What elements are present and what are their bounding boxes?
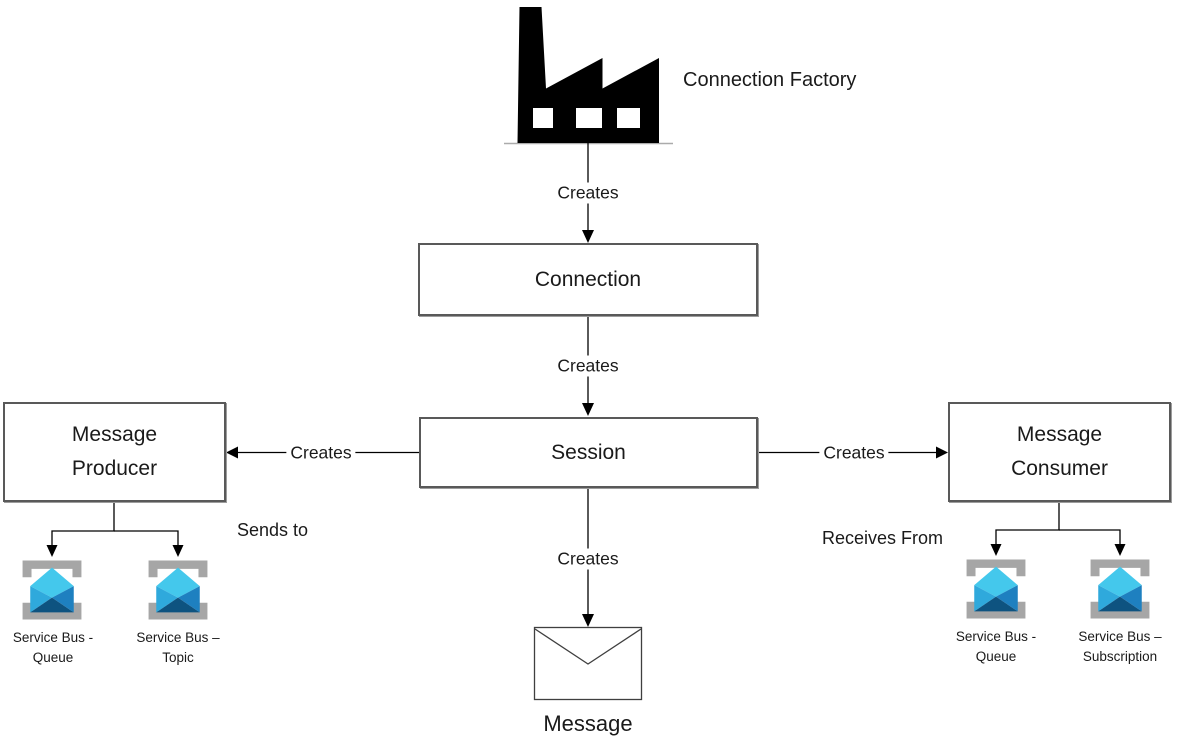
message-producer-node: Message Producer	[3, 402, 226, 502]
connector-lines	[51, 143, 1121, 615]
service-bus-topic-icon	[148, 560, 208, 620]
session-label: Session	[551, 440, 626, 464]
caption-line2: Queue	[975, 648, 1017, 664]
arrowhead-consumer-subscription	[1114, 544, 1126, 556]
edge-producer-queue	[51, 502, 115, 546]
caption-line1: Service Bus –	[1078, 629, 1162, 644]
arrowheads	[46, 230, 1126, 627]
envelope-flap-line	[534, 628, 642, 665]
envelope-icon	[533, 626, 643, 701]
message-producer-label: Message Producer	[71, 423, 158, 480]
edge-label-session-creates-message: Creates	[553, 548, 623, 570]
receives-from-label: Receives From	[822, 528, 944, 548]
service-bus-queue-icon	[22, 560, 82, 620]
connection-factory-label: Connection Factory	[683, 69, 857, 91]
connection-label: Connection	[534, 267, 642, 291]
caption-line2: Subscription	[1082, 648, 1158, 664]
arrowhead-producer-topic	[172, 545, 184, 557]
message-label: Message	[543, 711, 633, 736]
caption-line2: Queue	[32, 649, 74, 665]
arrowhead-consumer-queue	[990, 544, 1002, 556]
caption-consumer-queue: Service Bus - Queue	[956, 627, 1036, 666]
arrowhead-producer-queue	[46, 545, 58, 557]
edge-label-session-creates-consumer: Creates	[819, 442, 889, 464]
edge-consumer-subscription	[1059, 529, 1121, 545]
message-consumer-label: Message Consumer	[1011, 423, 1108, 480]
caption-line1: Service Bus –	[136, 630, 220, 645]
caption-producer-queue: Service Bus - Queue	[13, 628, 93, 667]
edge-label-session-creates-producer: Creates	[286, 442, 356, 464]
service-bus-queue2-icon	[966, 559, 1026, 619]
factory-icon	[504, 7, 673, 145]
arrowhead-producer	[226, 446, 238, 459]
service-bus-subscription-icon	[1090, 559, 1150, 619]
edge-consumer-queue	[995, 502, 1060, 545]
caption-line1: Service Bus -	[955, 629, 1037, 644]
arrowhead-consumer	[936, 446, 948, 459]
edge-label-factory-creates: Creates	[553, 182, 623, 204]
arrowhead-session	[582, 403, 594, 416]
arrowhead-connection	[582, 230, 594, 243]
edge-label-connection-creates: Creates	[553, 355, 623, 377]
caption-consumer-subscription: Service Bus – Subscription	[1078, 627, 1161, 666]
sends-to-label: Sends to	[237, 520, 309, 540]
factory-shape	[517, 7, 659, 143]
caption-line2: Topic	[162, 649, 194, 665]
caption-line1: Service Bus -	[12, 630, 94, 645]
caption-producer-topic: Service Bus – Topic	[136, 628, 219, 667]
message-consumer-node: Message Consumer	[948, 402, 1171, 502]
connection-node: Connection	[418, 243, 758, 316]
edge-producer-topic	[114, 530, 179, 546]
arrowhead-message	[582, 614, 594, 627]
session-node: Session	[419, 417, 758, 488]
